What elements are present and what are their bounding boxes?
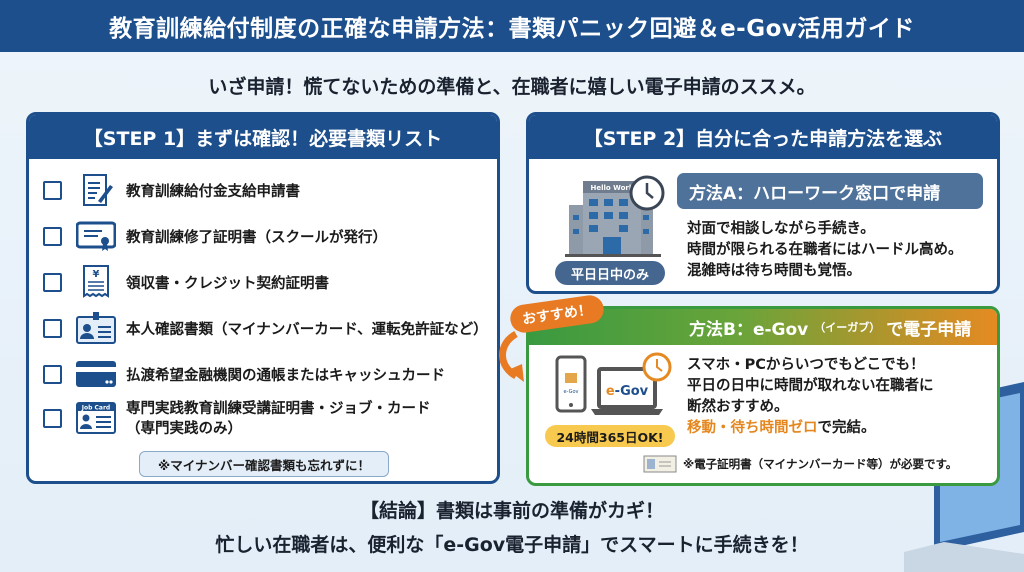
bank-card-icon [76,357,116,391]
mynumber-card-icon [643,455,677,473]
checklist-item: ¥ 領収書・クレジット契約証明書 [43,265,329,299]
checklist-item: Job Card 専門実践教育訓練受講証明書・ジョブ・カード （専門実践のみ） [43,399,431,439]
item-label: 払渡希望金融機関の通帳またはキャッシュカード [126,367,445,384]
desc-line: 混雑時は待ち時間も覚悟。 [687,263,861,279]
highlight-text: 移動・待ち時間ゼロ [687,420,818,436]
phone-laptop-egov-icon: e-Gov e-Gov [555,352,672,415]
svg-text:e-Gov: e-Gov [606,384,649,399]
method-b-title-reading: （イーガブ） [814,321,881,334]
subtitle: いざ申請！慌てないための準備と、在職者に嬉しい電子申請のススメ。 [208,76,816,98]
item-label-group: 専門実践教育訓練受講証明書・ジョブ・カード （専門実践のみ） [126,399,431,439]
method-b-title: 方法B：e-Gov （イーガブ） で電子申請 [529,309,997,345]
step1-title: 【STEP 1】まずは確認！必要書類リスト [29,115,497,159]
receipt-yen-icon: ¥ [76,265,116,299]
item-label: 教育訓練給付金支給申請書 [126,183,300,200]
conclusion-line-2: 忙しい在職者は、便利な「e-Gov電子申請」でスマートに手続きを！ [215,534,809,556]
conclusion-line-1: 【結論】書類は事前の準備がカギ！ [359,500,664,522]
item-sublabel: （専門実践のみ） [126,421,242,437]
desc-line: 平日の日中に時間が取れない在職者に [687,378,934,394]
step2-title: 【STEP 2】自分に合った申請方法を選ぶ [529,115,997,159]
svg-text:¥: ¥ [93,269,100,280]
page-title: 教育訓練給付制度の正確な申請方法：書類パニック回避＆e-Gov活用ガイド [0,0,1024,52]
checklist-item: 教育訓練給付金支給申請書 [43,173,300,207]
highlight-tail: で完結。 [817,420,876,436]
checkbox[interactable] [43,409,62,428]
checkbox[interactable] [43,364,62,384]
checkbox[interactable] [43,272,62,292]
checkbox[interactable] [43,318,62,338]
arrow-icon [499,330,524,382]
method-a-title: 方法A：ハローワーク窓口で申請 [677,173,983,209]
certificate-note: ※電子証明書（マイナンバーカード等）が必要です。 [643,455,957,473]
building-sign: Hello Work [590,184,633,192]
item-label: 領収書・クレジット契約証明書 [126,275,329,292]
method-a-panel: 【STEP 2】自分に合った申請方法を選ぶ Hello Work 平日日中のみ … [526,112,1000,294]
desc-line: 対面で相談しながら手続き。 [687,221,875,237]
svg-text:Job Card: Job Card [81,405,110,412]
item-label: 本人確認書類（マイナンバーカード、運転免許証など） [126,321,488,338]
desc-line: 移動・待ち時間ゼロで完結。 [687,418,934,439]
certificate-note-text: ※電子証明書（マイナンバーカード等）が必要です。 [683,457,958,471]
always-ok-badge: 24時間365日OK! [545,425,675,447]
item-label: 教育訓練修了証明書（スクールが発行） [126,229,387,246]
weekday-only-badge: 平日日中のみ [555,261,665,285]
checklist-item: 教育訓練修了証明書（スクールが発行） [43,219,387,253]
checkbox[interactable] [43,180,62,200]
certificate-icon [76,219,116,253]
method-b-description: スマホ・PCからいつでもどこでも！ 平日の日中に時間が取れない在職者に 断然おす… [687,355,934,439]
clock-icon [629,175,665,211]
job-card-icon: Job Card [76,401,116,435]
checklist-item: 本人確認書類（マイナンバーカード、運転免許証など） [43,311,488,345]
step1-panel: 【STEP 1】まずは確認！必要書類リスト 教育訓練給付金支給申請書 教育訓練修… [26,112,500,484]
method-b-title-tail: で電子申請 [886,319,972,340]
method-b-panel: 方法B：e-Gov （イーガブ） で電子申請 e-Gov e-Gov 24時間3… [526,306,1000,486]
document-pen-icon [76,173,116,207]
desc-line: 時間が限られる在職者にはハードル高め。 [687,242,963,258]
id-card-icon [76,311,116,345]
hello-work-building-icon: Hello Work [565,175,665,257]
desc-line: スマホ・PCからいつでもどこでも！ [687,357,925,373]
desc-line: 断然おすすめ。 [687,399,789,415]
mynumber-note: ※マイナンバー確認書類も忘れずに！ [139,451,389,477]
svg-text:e-Gov: e-Gov [564,389,579,395]
method-a-description: 対面で相談しながら手続き。 時間が限られる在職者にはハードル高め。 混雑時は待ち… [687,219,963,282]
checklist-item: 払渡希望金融機関の通帳またはキャッシュカード [43,357,445,391]
method-b-title-main: 方法B：e-Gov [689,319,809,340]
item-label: 専門実践教育訓練受講証明書・ジョブ・カード [126,401,431,417]
checkbox[interactable] [43,226,62,246]
